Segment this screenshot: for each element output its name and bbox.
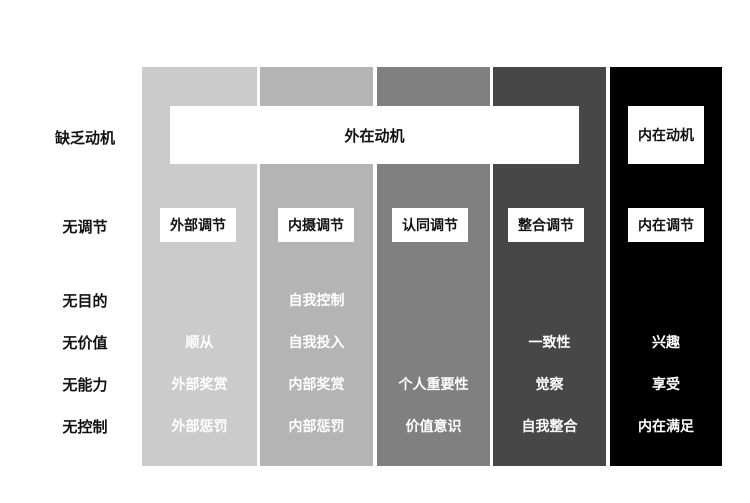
extrinsic-motivation-band: 外在动机 [170,106,579,164]
cell-intrinsic-3: 享受 [652,377,680,393]
row-label-amotivation: 缺乏动机 [54,129,115,147]
row-label-no-purpose: 无目的 [62,292,108,310]
intrinsic-motivation-box: 内在动机 [628,106,704,164]
cell-integrated-4: 自我整合 [521,419,578,435]
cell-introjected-2: 自我投入 [288,335,345,351]
regulation-identified: 认同调节 [392,208,468,242]
cell-introjected-1: 自我控制 [288,293,345,309]
row-label-no-value: 无价值 [62,334,108,352]
cell-identified-3: 个人重要性 [398,377,469,393]
regulation-introjected: 内摄调节 [278,208,354,242]
cell-external-3: 外部奖赏 [171,377,228,393]
cell-introjected-3: 内部奖赏 [288,377,345,393]
row-label-no-competence: 无能力 [62,376,108,394]
cell-intrinsic-4: 内在满足 [638,419,694,435]
cell-integrated-2: 一致性 [528,335,571,351]
regulation-intrinsic: 内在调节 [628,208,704,242]
cell-identified-4: 价值意识 [405,419,462,435]
row-label-no-control: 无控制 [62,418,108,436]
regulation-external: 外部调节 [160,208,236,242]
regulation-integrated: 整合调节 [508,208,584,242]
cell-external-4: 外部惩罚 [171,419,228,435]
cell-integrated-3: 觉察 [535,377,564,393]
cell-intrinsic-2: 兴趣 [652,335,680,351]
cell-introjected-4: 内部惩罚 [288,419,345,435]
row-label-nonregulation: 无调节 [62,218,108,236]
cell-external-2: 顺从 [185,335,214,351]
